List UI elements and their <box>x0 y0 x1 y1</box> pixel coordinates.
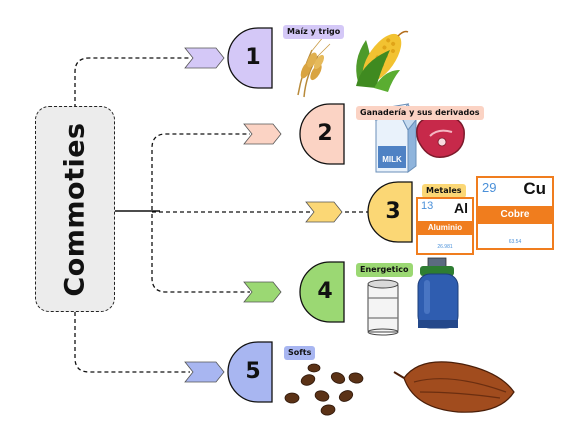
connector-1 <box>74 57 190 108</box>
tag-maiz-trigo: Maíz y trigo <box>283 25 345 39</box>
wheat-icon <box>297 35 331 98</box>
tag-softs: Softs <box>284 346 316 360</box>
barrel-icon <box>367 279 399 336</box>
arrow-3 <box>305 201 343 223</box>
copper-name: Cobre <box>478 206 552 224</box>
aluminum-mass: 26.981 <box>437 244 453 250</box>
arrow-4 <box>243 281 282 303</box>
arrow-2 <box>243 123 282 145</box>
aluminum-number: 13 <box>421 200 434 212</box>
node-4-shape <box>299 261 345 323</box>
root-box <box>35 106 115 312</box>
root-title: Commoties <box>59 121 91 297</box>
gas-cylinder-icon <box>417 257 459 329</box>
arrow-5 <box>184 361 225 383</box>
node-5-shape <box>227 341 273 403</box>
node-3-shape <box>367 181 413 243</box>
copper-symbol: Cu <box>523 179 546 198</box>
copper-number: 29 <box>482 180 497 195</box>
tag-energetico: Energetico <box>356 263 413 277</box>
node-2-shape <box>299 103 345 165</box>
steak-icon <box>416 115 465 158</box>
tag-metales: Metales <box>422 184 466 198</box>
node-2-number: 2 <box>317 121 333 146</box>
copper-mass: 63.54 <box>508 239 522 245</box>
tag-ganaderia: Ganadería y sus derivados <box>356 106 484 120</box>
cacao-pod-icon <box>393 361 515 413</box>
aluminum-name: Aluminio <box>418 221 472 235</box>
connector-4 <box>151 214 250 293</box>
element-card-copper: 29 Cu Cobre 63.54 <box>476 176 554 250</box>
node-4-number: 4 <box>317 279 333 304</box>
element-card-aluminum: 13 Al Aluminio 26.981 <box>416 197 474 255</box>
connector-2 <box>151 133 250 210</box>
node-1-shape <box>227 27 273 89</box>
coffee-beans-icon <box>284 363 364 416</box>
node-5-number: 5 <box>245 359 261 384</box>
node-3-number: 3 <box>385 199 401 224</box>
milk-label: MILK <box>382 155 402 164</box>
aluminum-symbol: Al <box>454 200 468 216</box>
node-1-number: 1 <box>245 45 261 70</box>
root-title-wrap: Commoties <box>35 106 115 312</box>
connector-5 <box>74 312 190 373</box>
arrow-1 <box>184 47 225 69</box>
connectors <box>74 57 368 373</box>
corn-icon <box>356 30 409 92</box>
